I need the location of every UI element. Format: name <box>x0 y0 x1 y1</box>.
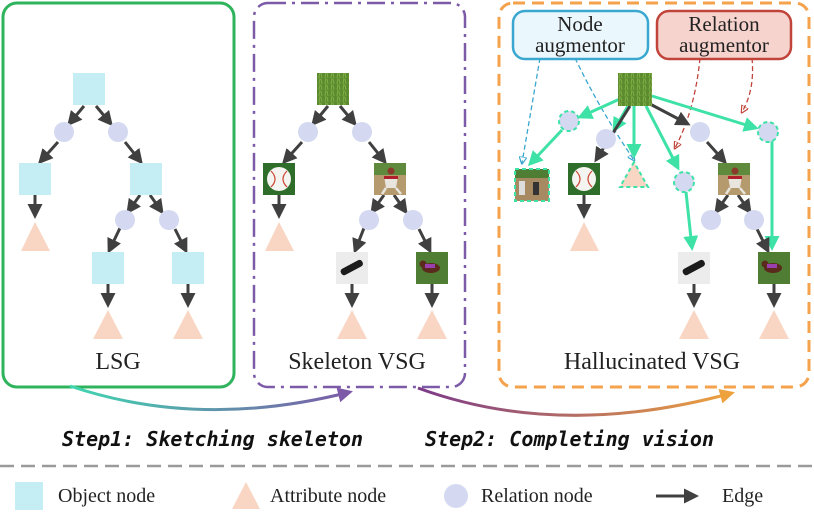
baseball-field-image-node <box>514 168 550 202</box>
relation-node <box>744 210 764 230</box>
relation-node <box>701 210 721 230</box>
edge <box>392 194 408 215</box>
relation-node <box>359 210 379 230</box>
relation-node <box>54 122 74 142</box>
node-augmentor-line2: augmentor <box>535 33 625 57</box>
object-node-legend-swatch <box>15 482 43 510</box>
relation-node <box>298 122 318 142</box>
attribute-node <box>570 222 599 251</box>
edge <box>94 105 113 127</box>
legend-object-label: Object node <box>58 485 155 507</box>
edge <box>123 141 143 165</box>
hallucinated-vsg-tree <box>514 57 790 339</box>
baseball-image-node <box>568 163 600 195</box>
edge <box>281 140 304 165</box>
hallucinated-vsg-label: Hallucinated VSG <box>564 349 740 375</box>
edge <box>417 228 432 254</box>
hallucinated-edge <box>577 96 623 119</box>
attribute-node <box>417 310 447 339</box>
skateboard-image-node <box>678 252 710 284</box>
edge <box>649 102 691 126</box>
hallucinated-edge <box>651 94 759 132</box>
edge <box>352 227 367 254</box>
relation-node <box>352 122 372 142</box>
augmentor-arrow <box>522 57 541 163</box>
step2-arrow <box>417 386 735 417</box>
attribute-node <box>21 222 50 251</box>
hallucinated-vsg-panel <box>497 1 811 389</box>
baseball-player-image-node <box>718 163 750 195</box>
edge <box>755 228 770 254</box>
relation-node <box>108 122 128 142</box>
edge <box>367 141 387 165</box>
lsg-panel <box>1 1 236 389</box>
hallucinated-edge <box>527 128 564 167</box>
object-node <box>172 252 204 284</box>
legend-edge-label: Edge <box>722 485 763 507</box>
attribute-node <box>93 310 123 339</box>
step1-label: Step1: Sketching skeleton <box>62 427 363 451</box>
skeleton-vsg-tree <box>263 73 448 339</box>
hallucinated-attribute-node <box>618 159 650 188</box>
attribute-node <box>679 310 709 339</box>
grass-image-node <box>317 73 349 105</box>
baseball-image-node <box>263 163 295 195</box>
relation-node <box>159 210 179 230</box>
edge <box>67 105 86 127</box>
edge <box>705 140 728 165</box>
legend: Object node Attribute node Relation node… <box>15 482 763 510</box>
attribute-node <box>265 222 294 251</box>
lsg-label: LSG <box>95 349 140 375</box>
edge <box>148 194 164 215</box>
attribute-node <box>759 310 789 339</box>
relation-node <box>596 129 616 149</box>
step1-arrow <box>69 384 353 412</box>
object-node <box>130 163 162 195</box>
node-augmentor: Node augmentor <box>511 9 650 61</box>
hallucinated-edge <box>683 191 699 251</box>
edge <box>107 227 122 254</box>
relation-node-legend-swatch <box>444 484 468 508</box>
baseball-player-image-node <box>374 163 406 195</box>
lsg-tree <box>19 73 204 339</box>
relation-augmentor-line2: augmentor <box>679 33 769 57</box>
edge <box>37 140 60 165</box>
attribute-node-legend-swatch <box>232 482 260 509</box>
grass-image-node <box>618 73 652 106</box>
hallucinated-relation-node <box>673 171 695 193</box>
dog-image-node <box>416 252 448 284</box>
node-augmentor-line1: Node <box>557 12 603 36</box>
object-node <box>19 163 51 195</box>
relation-augmentor: Relation augmentor <box>655 9 793 61</box>
edge <box>311 105 330 127</box>
hallucinated-edge <box>644 105 680 171</box>
edge <box>338 105 357 127</box>
legend-relation-label: Relation node <box>481 485 593 507</box>
edge <box>714 194 730 215</box>
relation-node <box>403 210 423 230</box>
skeleton-vsg-label: Skeleton VSG <box>288 349 426 375</box>
hallucinated-relation-node <box>558 110 580 132</box>
object-node <box>73 73 105 105</box>
augmentor-arrow <box>675 57 701 148</box>
relation-node <box>690 122 710 142</box>
skateboard-image-node <box>336 252 368 284</box>
attribute-node <box>337 310 367 339</box>
edge <box>173 228 188 254</box>
object-node <box>92 252 124 284</box>
relation-node <box>115 210 135 230</box>
edge <box>736 194 752 215</box>
attribute-node <box>173 310 203 339</box>
hallucinated-relation-node <box>757 121 779 143</box>
edge <box>370 194 386 215</box>
legend-attribute-label: Attribute node <box>270 485 386 507</box>
augmentor-arrow <box>742 57 754 112</box>
dog-image-node <box>758 252 790 284</box>
edge <box>126 194 142 215</box>
step2-label: Step2: Completing vision <box>425 427 714 451</box>
skeleton-vsg-panel <box>252 1 467 389</box>
relation-augmentor-line1: Relation <box>688 12 760 36</box>
